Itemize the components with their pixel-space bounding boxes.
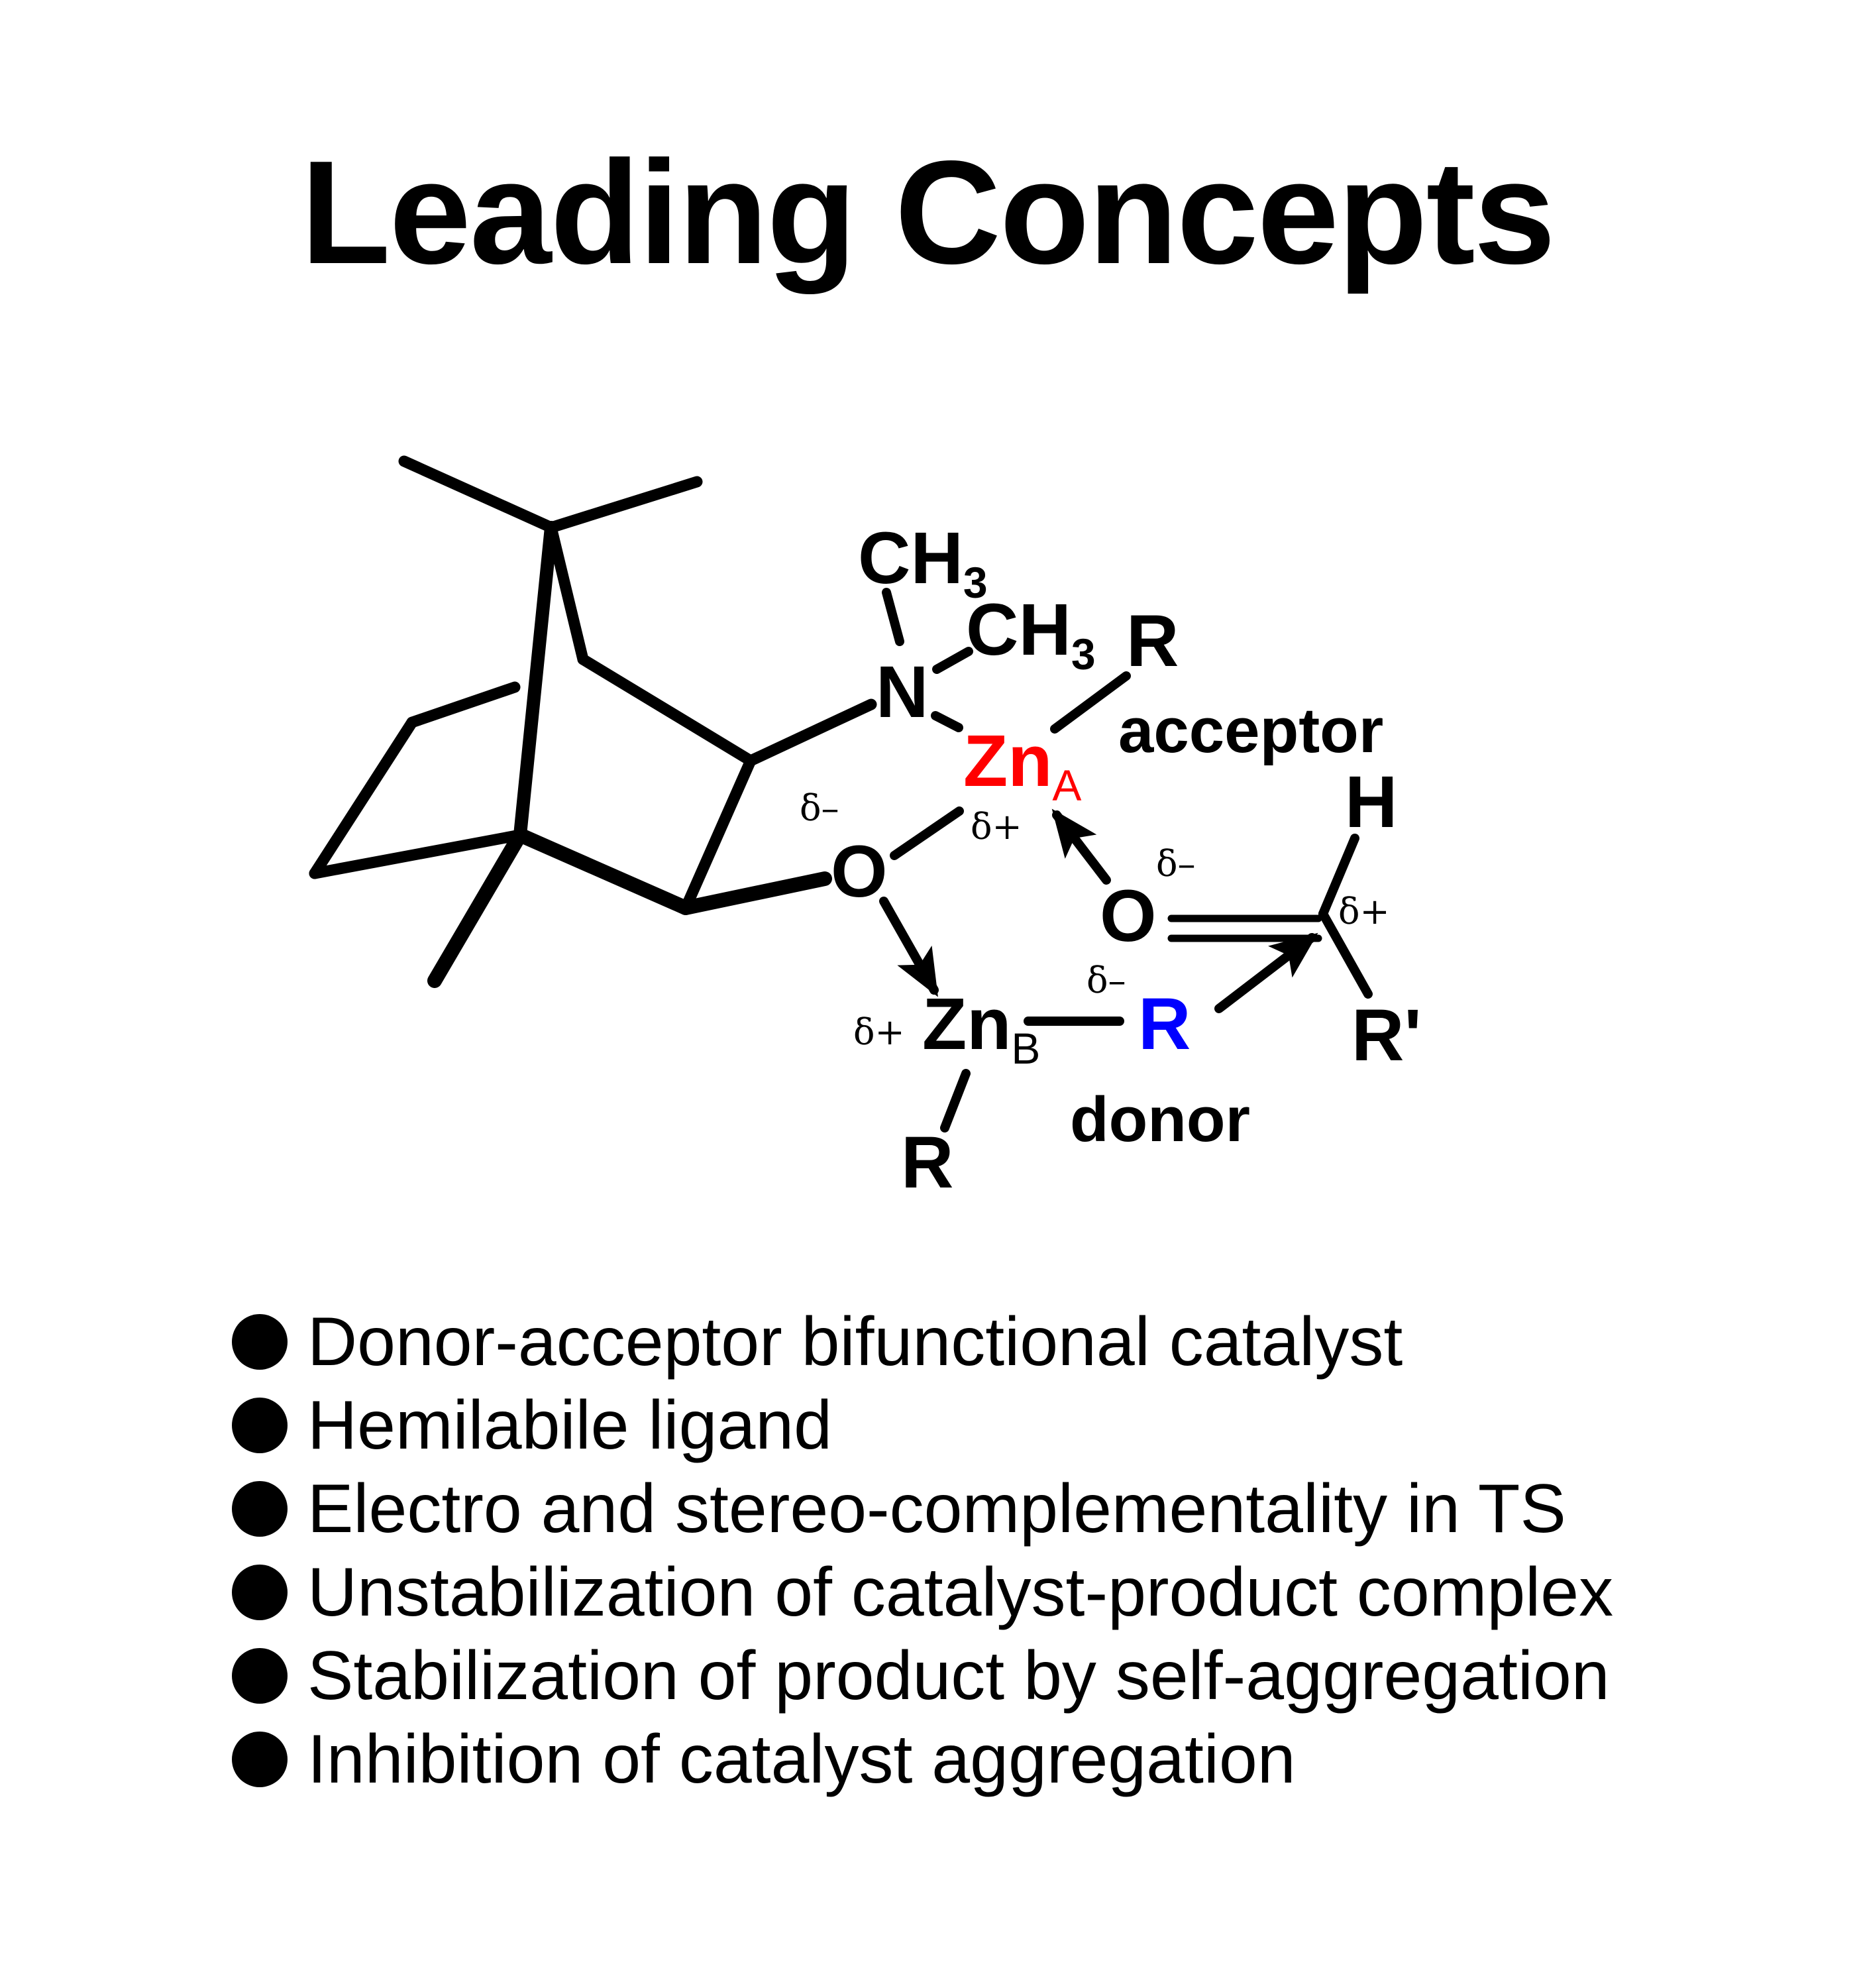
zn-b-label: ZnB xyxy=(922,983,1040,1073)
bullet-dot-icon xyxy=(232,1398,288,1453)
list-item: Inhibition of catalyst aggregation xyxy=(232,1718,1822,1801)
bond-c3-nitrogen xyxy=(745,698,877,767)
bond-ring-bottom-left xyxy=(309,829,526,879)
list-item: Unstabilization of catalyst-product comp… xyxy=(232,1551,1822,1634)
ch3-top-label: CH3 xyxy=(858,518,988,607)
electron-flow-arrows xyxy=(879,808,1318,1013)
bond-h-carbon xyxy=(1318,834,1359,918)
oxygen-carbonyl-label: O xyxy=(1100,875,1157,957)
bond-bridge-head-right xyxy=(545,522,589,665)
list-item: Electro and stereo-complementality in TS xyxy=(232,1467,1822,1551)
acceptor-label: acceptor xyxy=(1118,695,1383,766)
charge-o-carbonyl: δ– xyxy=(1156,843,1196,885)
bond-ring-c2 xyxy=(680,755,757,914)
bond-ring-c3 xyxy=(577,653,757,767)
arrow-o-to-zn-a xyxy=(1051,808,1111,885)
arrow-o-to-zn-b xyxy=(879,897,939,997)
page-title: Leading Concepts xyxy=(300,131,1556,295)
list-item-text: Hemilabile ligand xyxy=(307,1387,832,1464)
bond-n-ch3-top xyxy=(882,588,904,646)
list-item-text: Electro and stereo-complementality in TS xyxy=(307,1470,1566,1547)
nitrogen-label: N xyxy=(876,651,928,733)
bond-o-zn-a xyxy=(890,806,964,860)
list-item: Hemilabile ligand xyxy=(232,1384,1822,1467)
r-prime-label: R' xyxy=(1352,995,1422,1076)
zn-a-label: ZnA xyxy=(963,720,1081,810)
bond-zn-b-r-bottom xyxy=(940,1069,971,1132)
r-top-label: R xyxy=(1126,600,1179,682)
bond-bridge-center xyxy=(513,521,558,842)
concept-list: Donor-acceptor bifunctional catalyst Hem… xyxy=(232,1300,1822,1801)
bornane-skeleton xyxy=(309,455,877,988)
bond-ring-bottom xyxy=(513,828,693,915)
bond-c2-oxygen xyxy=(678,871,832,915)
list-item-text: Unstabilization of catalyst-product comp… xyxy=(307,1554,1614,1631)
arrow-r-to-carbon xyxy=(1214,932,1318,1013)
bond-carbon-r-prime xyxy=(1318,909,1373,999)
list-item-text: Donor-acceptor bifunctional catalyst xyxy=(307,1303,1403,1380)
coordination-bonds xyxy=(882,588,1373,1132)
bond-zn-a-r xyxy=(1050,671,1131,734)
charge-carbonyl-carbon: δ+ xyxy=(1338,891,1390,932)
charge-o-ligand: δ– xyxy=(800,787,839,829)
list-item: Donor-acceptor bifunctional catalyst xyxy=(232,1300,1822,1384)
list-item-text: Stabilization of product by self-aggrega… xyxy=(307,1637,1610,1714)
partial-charges: δ– δ+ δ– δ+ δ+ δ– xyxy=(800,787,1390,1053)
atom-labels: CH3 CH3 N R ZnA acceptor H O O ZnB R R' … xyxy=(831,518,1422,1203)
bond-n-ch3-mid xyxy=(932,647,973,674)
bond-ring-top-left-a xyxy=(406,681,521,728)
bullet-dot-icon xyxy=(232,1648,288,1704)
r-donor-label: R xyxy=(1138,983,1191,1065)
list-item-text: Inhibition of catalyst aggregation xyxy=(307,1721,1296,1798)
r-bottom-label: R xyxy=(901,1122,953,1203)
charge-r-donor: δ– xyxy=(1086,960,1126,1001)
hydrogen-label: H xyxy=(1345,761,1397,843)
bond-methyl-left xyxy=(398,455,557,533)
oxygen-ligand-label: O xyxy=(831,831,888,912)
bullet-dot-icon xyxy=(232,1481,288,1537)
bond-ring-left xyxy=(309,716,418,879)
bullet-dot-icon xyxy=(232,1565,288,1620)
bond-methyl-bottom xyxy=(427,828,527,988)
donor-label: donor xyxy=(1070,1084,1250,1155)
ch3-mid-label: CH3 xyxy=(966,589,1096,679)
bullet-dot-icon xyxy=(232,1314,288,1370)
list-item: Stabilization of product by self-aggrega… xyxy=(232,1634,1822,1718)
bullet-dot-icon xyxy=(232,1732,288,1787)
charge-zn-a: δ+ xyxy=(971,806,1022,848)
bond-methyl-right xyxy=(545,476,703,533)
charge-zn-b: δ+ xyxy=(853,1011,905,1053)
bond-n-zn-a xyxy=(931,711,963,732)
